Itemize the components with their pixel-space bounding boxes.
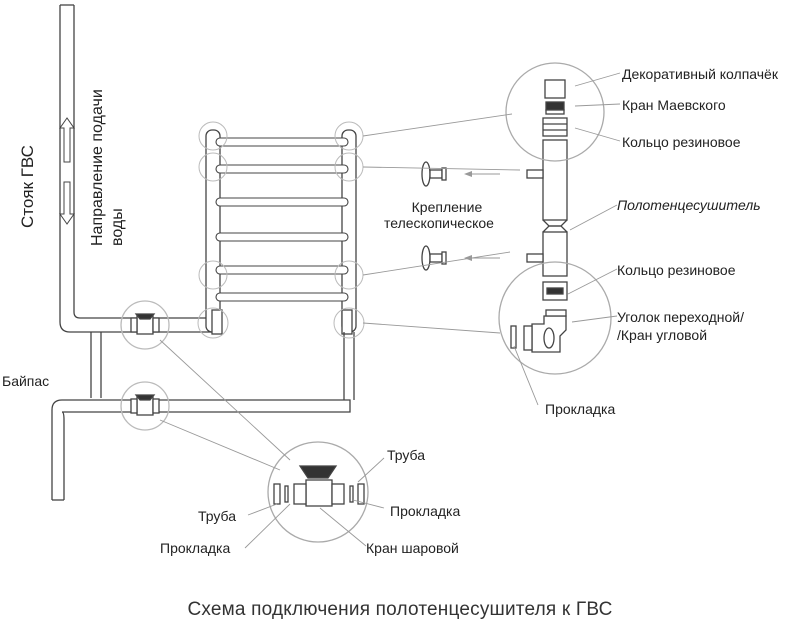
diagram-caption: Схема подключения полотенцесушителя к ГВ… <box>187 599 613 620</box>
riser-label: Стояк ГВС <box>18 145 37 228</box>
telescopic-mount-top <box>421 161 447 187</box>
dryer-detail-circles <box>197 121 365 339</box>
rubber-ring-bottom-part <box>542 281 568 301</box>
elbow-line1: Уголок переходной/ <box>617 309 745 325</box>
pipe-left-label: Труба <box>198 508 237 524</box>
decorative-cap-part <box>544 79 566 99</box>
gasket-right-label: Прокладка <box>545 401 616 417</box>
elbow-label: Уголок переходной/ /Кран угловой <box>617 309 744 343</box>
exploded-tube <box>526 139 568 277</box>
return-pipe <box>51 399 351 501</box>
flow-arrow-down <box>59 181 75 225</box>
rubber-ring-top-label: Кольцо резиновое <box>622 134 741 150</box>
telescopic-line1: Крепление <box>411 199 483 215</box>
towel-dryer-label: Полотенцесушитель <box>617 197 761 213</box>
elbow-part <box>523 309 567 353</box>
gasket-left-label: Прокладка <box>160 540 231 556</box>
flow-direction-line2: воды <box>109 208 126 246</box>
ball-valve-top <box>120 300 170 350</box>
bypass-label: Байпас <box>2 373 50 389</box>
detail-circle-bottom <box>498 261 612 375</box>
gasket-valve-label: Прокладка <box>390 503 461 519</box>
rubber-ring-bottom-label: Кольцо резиновое <box>617 262 736 278</box>
telescopic-mount-bottom <box>421 245 447 271</box>
valve-detail-circle <box>267 441 369 543</box>
ball-valve-label: Кран шаровой <box>366 540 459 556</box>
telescopic-label: Крепление телескопическое <box>384 199 494 231</box>
flow-arrow-up <box>59 117 75 163</box>
rubber-ring-top-part <box>542 117 568 137</box>
flow-direction-label: Направление подачи воды <box>88 89 128 246</box>
valve-detail-part <box>273 465 365 507</box>
telescopic-line2: телескопическое <box>384 215 494 231</box>
bypass-pipe <box>90 332 102 398</box>
detail-circle-top <box>505 62 605 162</box>
elbow-line2: /Кран угловой <box>617 327 708 343</box>
towel-dryer-rungs <box>215 137 349 302</box>
pipe-top-label: Труба <box>387 447 426 463</box>
decorative-cap-label: Декоративный колпачёк <box>622 66 778 82</box>
riser-pipe <box>59 4 212 333</box>
mount-arrowheads <box>464 171 472 261</box>
gasket-right-part <box>510 325 517 349</box>
ball-valve-bottom <box>120 381 170 431</box>
leader-lines <box>159 72 621 549</box>
mayevsky-valve-part <box>545 101 565 115</box>
flow-direction-line1: Направление подачи <box>89 89 106 246</box>
mayevsky-valve-label: Кран Маевского <box>622 97 726 113</box>
